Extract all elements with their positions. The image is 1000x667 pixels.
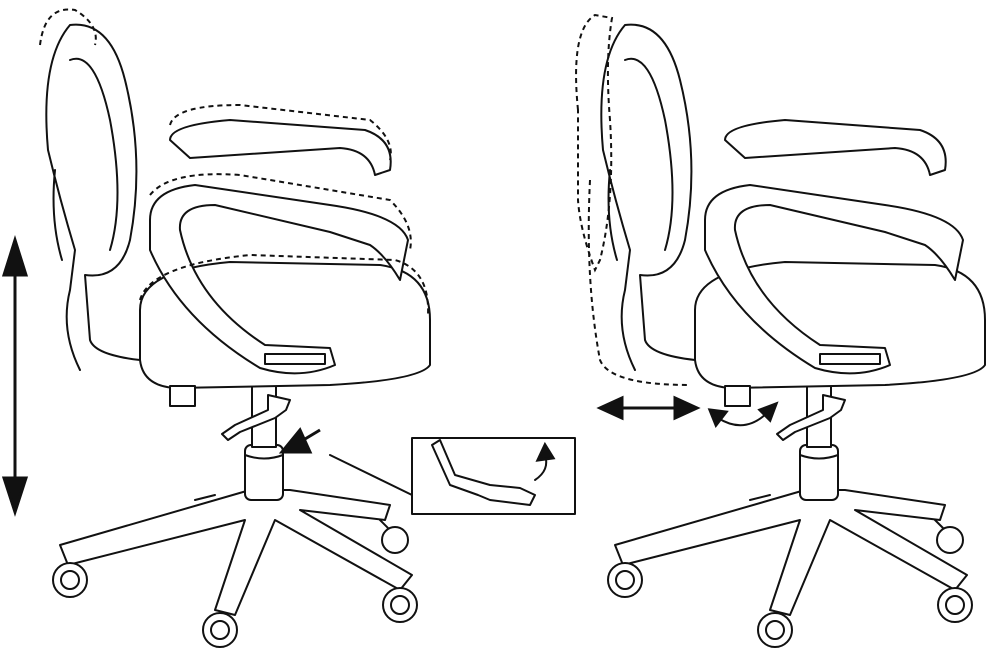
adjustment-ghost-outlines	[39, 8, 430, 316]
right-chair	[575, 13, 986, 649]
depth-adjust-arrow-icon	[596, 395, 701, 421]
lever-pointer-arrow-icon	[278, 427, 321, 454]
left-chair	[1, 8, 576, 649]
backrest-ghost-outline	[575, 13, 691, 386]
swivel-arrow-icon	[707, 401, 779, 429]
lever-detail-inset	[329, 437, 576, 515]
seat-height-arrow-icon	[1, 234, 29, 517]
